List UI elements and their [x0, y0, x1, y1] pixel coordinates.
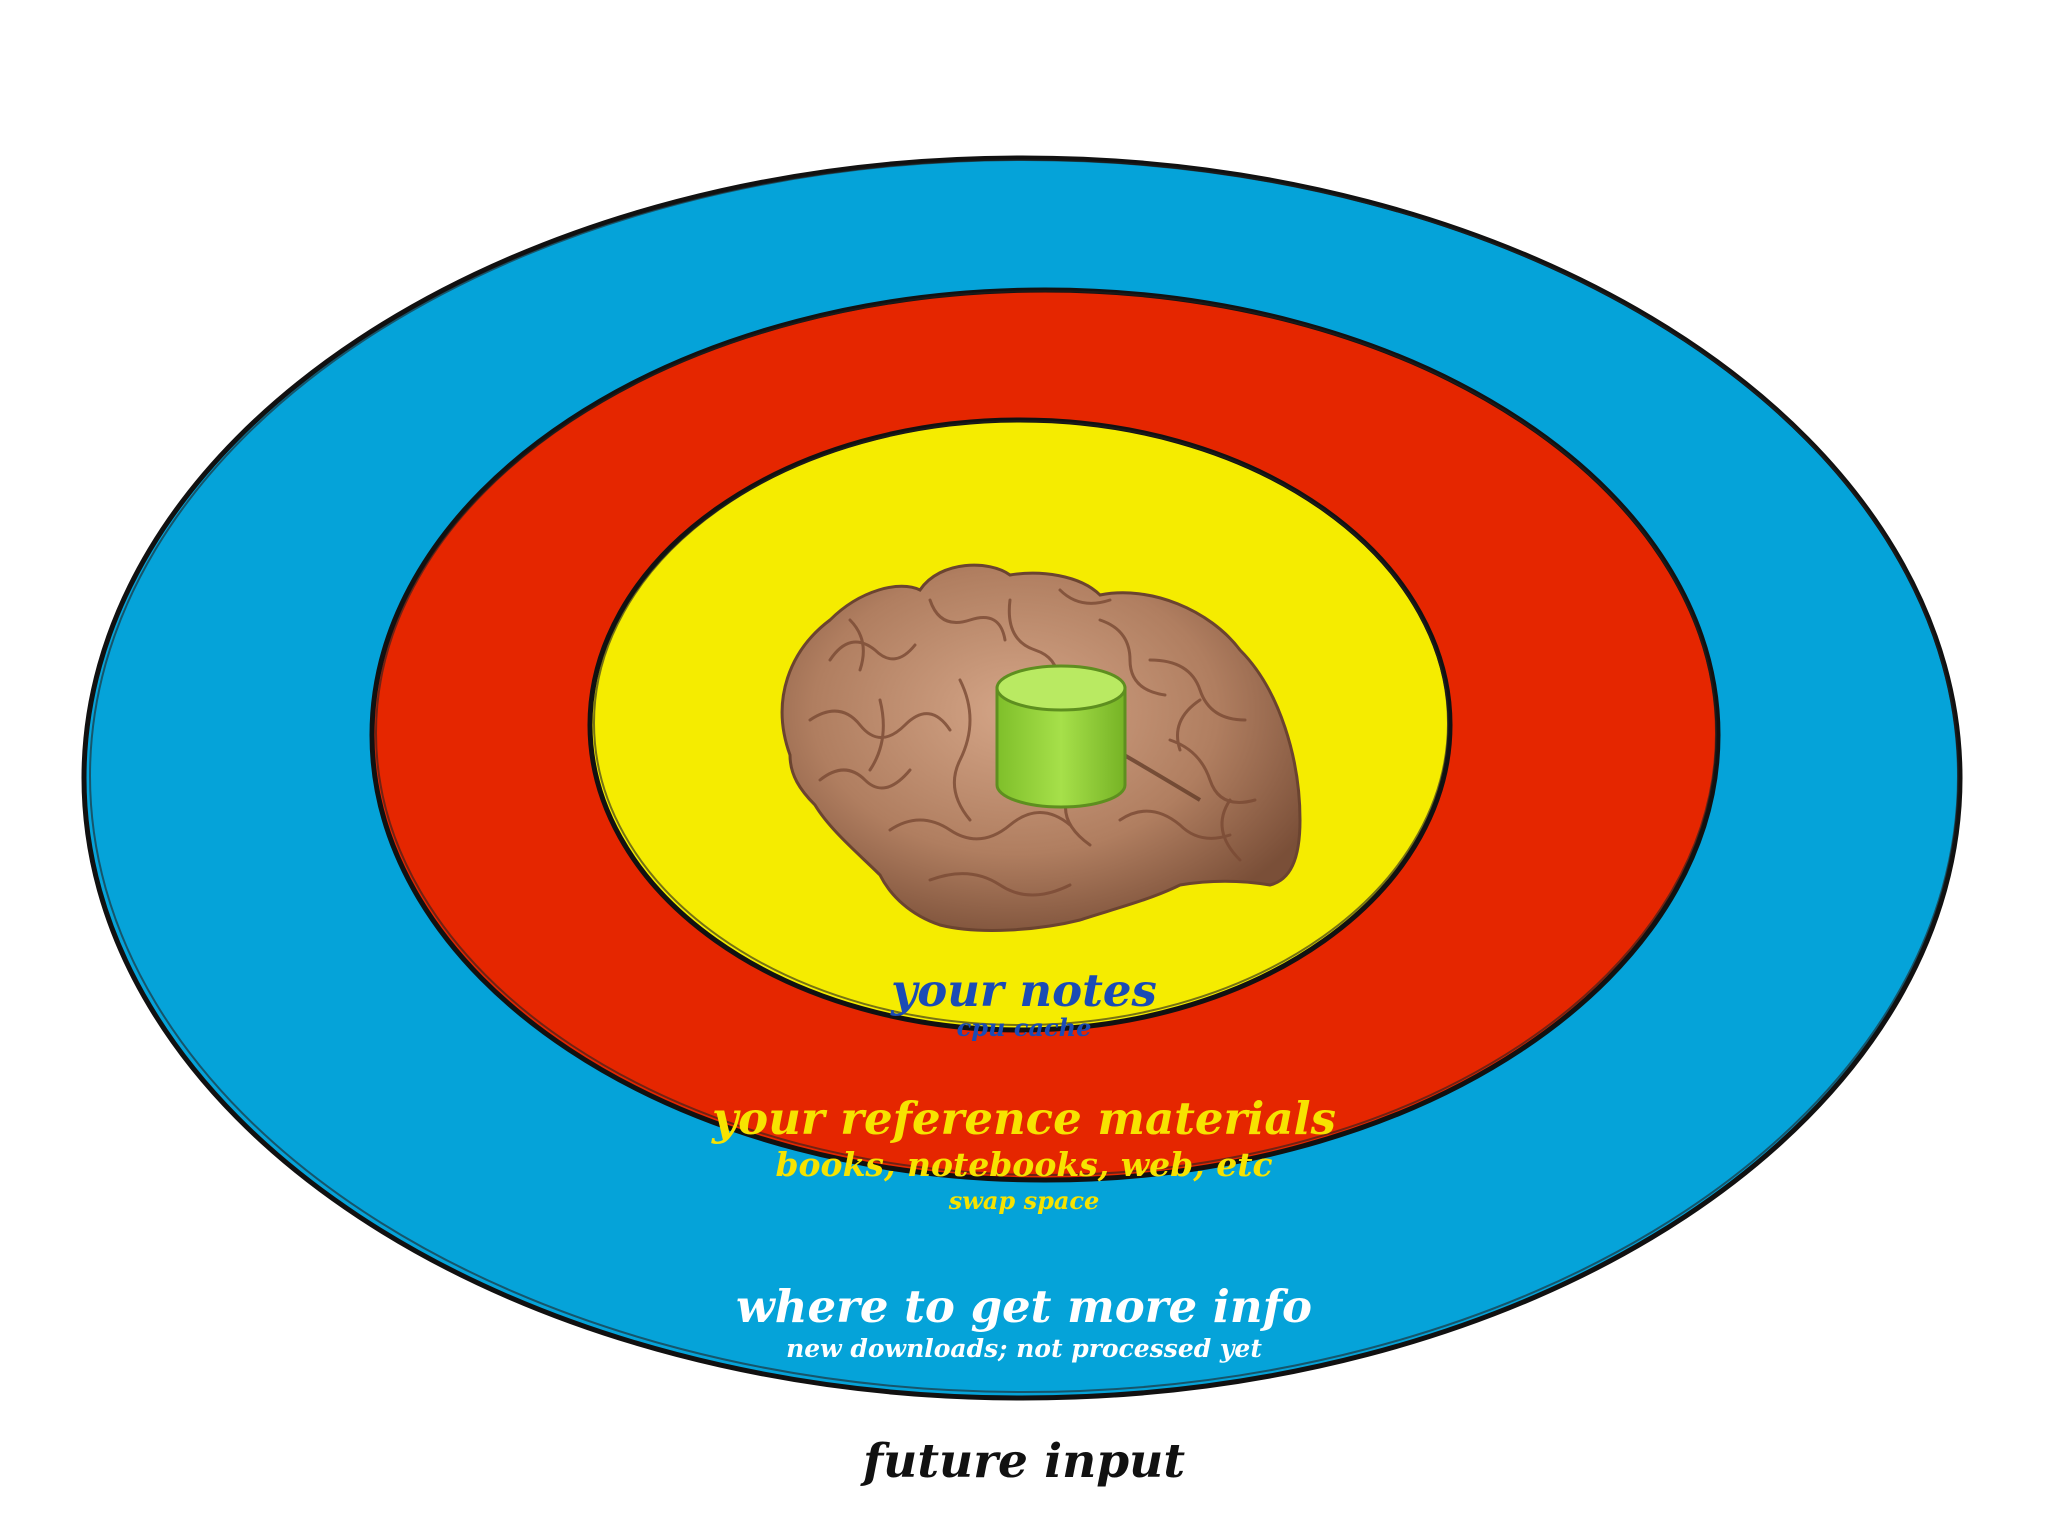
database-cylinder-icon [995, 664, 1127, 809]
inner-ring-subtitle: cpu cache [956, 1013, 1092, 1042]
outside-label: future input [862, 1434, 1186, 1489]
middle-ring-subtitle: books, notebooks, web, etc [775, 1145, 1273, 1184]
outer-ring-subtitle: new downloads; not processed yet [786, 1334, 1262, 1363]
middle-ring-title: your reference materials [712, 1092, 1336, 1145]
middle-ring-sketch-edge [375, 290, 1717, 1176]
outer-ring-sketch-edge [89, 159, 1959, 1393]
middle-ring-subtitle-secondary: swap space [948, 1186, 1100, 1215]
outer-ring-title: where to get more info [736, 1280, 1312, 1333]
inner-ring-title: your notes [891, 964, 1157, 1017]
inner-ring-sketch-edge [593, 420, 1449, 1026]
